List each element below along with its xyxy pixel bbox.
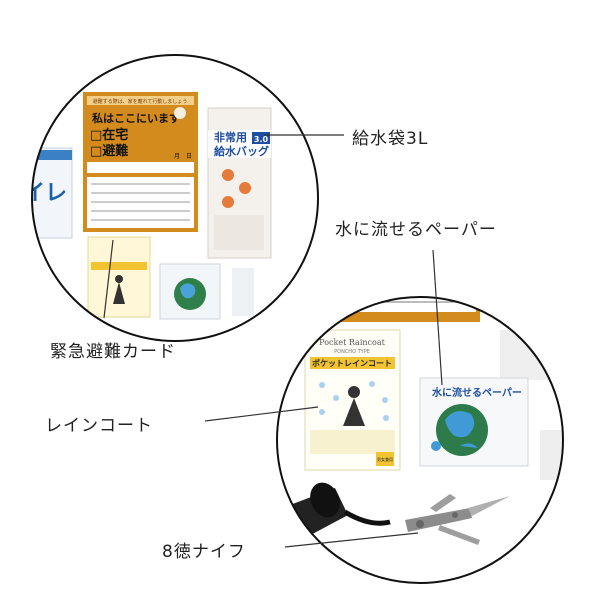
raincoat-sub: PONCHO TYPE [334,349,370,355]
paper-name: 水に流せるペーパー [431,386,522,399]
bottom-zoom-circle: Pocket Raincoat PONCHO TYPE ポケットレインコート 男… [280,297,563,545]
water-bag-name-2: 給水バッグ [214,144,269,158]
label-flushable-paper: 水に流せるペーパー [335,220,497,240]
label-knife: 8徳ナイフ [162,542,246,562]
card-date: 月 日 [174,153,192,160]
raincoat-product-large: Pocket Raincoat PONCHO TYPE ポケットレインコート 男… [304,329,401,471]
water-bag-volume: 3.0 [254,135,269,144]
toilet-text: イレ [23,181,67,206]
raincoat-name: ポケットレインコート [312,358,392,368]
callout-line-paper [432,249,443,386]
label-emergency-card: 緊急避難カード [50,342,176,362]
raincoat-brand: Pocket Raincoat [319,338,385,347]
top-zoom-circle: イレ 避難する際は、家を離れて行動しましょう 私はここにいます □在宅 □避難 … [23,92,272,320]
flushable-paper-large: 水に流せるペーパー [419,377,529,467]
raincoat-product-small [87,236,151,318]
raincoat-size: 男女兼用 [377,456,393,462]
card-banner: 避難する際は、家を離れて行動しましょう [93,98,188,105]
flashlight [290,482,391,538]
card-title: 私はここにいます [92,111,180,125]
flushable-paper-small [159,263,254,320]
card-option-home: □在宅 [90,127,128,143]
callout-line-raincoat [204,406,319,422]
card-option-evacuate: □避難 [90,143,128,159]
multitool-knife [405,494,510,545]
water-bag-product: 非常用 給水バッグ 3.0 [207,107,272,259]
label-water-bag: 給水袋3L [352,129,429,149]
top-circle-outline [31,54,319,342]
bottom-circle-outline [276,296,564,584]
callout-line-knife [284,532,419,548]
label-raincoat: レインコート [45,416,153,436]
toilet-product: イレ [23,147,73,239]
water-bag-name-1: 非常用 [214,130,247,144]
callout-line-card [103,239,114,319]
emergency-card: 避難する際は、家を離れて行動しましょう 私はここにいます □在宅 □避難 月 日 [83,92,198,232]
